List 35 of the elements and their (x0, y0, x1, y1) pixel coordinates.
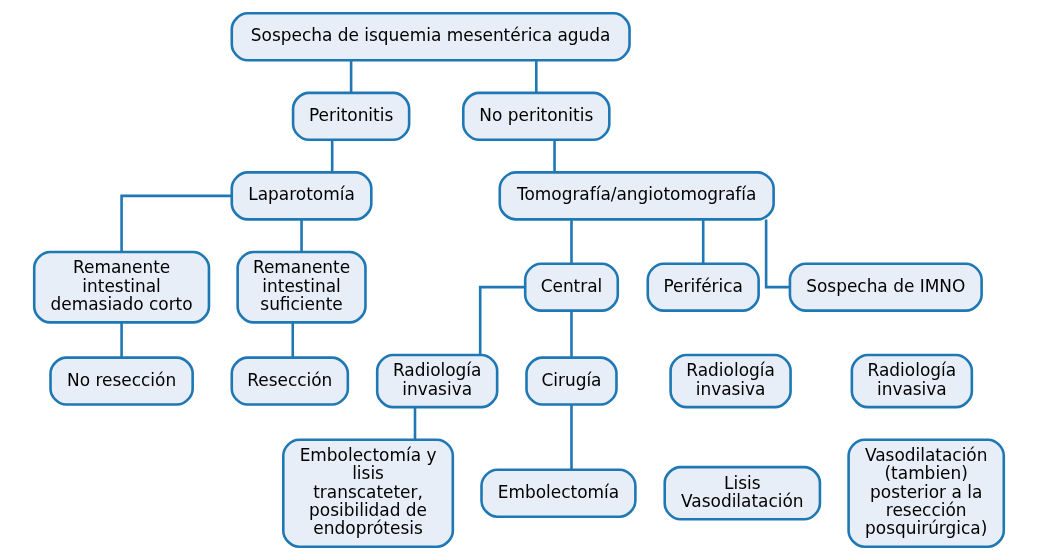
connector (300, 219, 303, 252)
connector (570, 404, 573, 470)
node-box: Remanente intestinal demasiado corto (32, 250, 211, 324)
node-box: Embolectomía y lisis transcateter, posibilidad de endoprótesis (282, 438, 455, 548)
node-box: Cirugía (525, 356, 618, 406)
node-box: Resección (230, 356, 350, 406)
node-box: Remanente intestinal suficiente (236, 250, 367, 324)
node-box: Vasodilatación (tambien) posterior a la resección posquirúrgica) (847, 438, 1006, 548)
node-box: Peritonitis (291, 91, 411, 142)
connector (764, 219, 790, 289)
connector (534, 60, 538, 93)
node-box: Periférica (646, 262, 760, 312)
node-box: Laparotomía (230, 171, 373, 221)
node-box: Lisis Vasodilatación (663, 465, 822, 521)
connector (413, 407, 417, 440)
connector (570, 310, 573, 358)
node-box: Embolectomía (480, 468, 637, 518)
connector (570, 219, 573, 264)
node-box: Sospecha de IMNO (788, 262, 983, 312)
node-box: Tomografía/angiotomografía (498, 171, 775, 221)
connector (291, 322, 295, 358)
node-box: Radiología invasiva (850, 353, 974, 409)
node-box: Sospecha de isquemia mesentérica aguda (230, 12, 631, 62)
connector (120, 194, 232, 252)
connector (349, 60, 353, 93)
connector (478, 285, 525, 355)
connector (701, 219, 705, 264)
node-box: No peritonitis (461, 91, 611, 142)
node-box: No resección (49, 356, 194, 406)
node-box: Central (523, 262, 620, 312)
node-box: Radiología invasiva (375, 353, 499, 409)
node-box: Radiología invasiva (669, 353, 792, 409)
connector (120, 322, 123, 358)
connector (330, 140, 334, 173)
connector (553, 140, 556, 173)
